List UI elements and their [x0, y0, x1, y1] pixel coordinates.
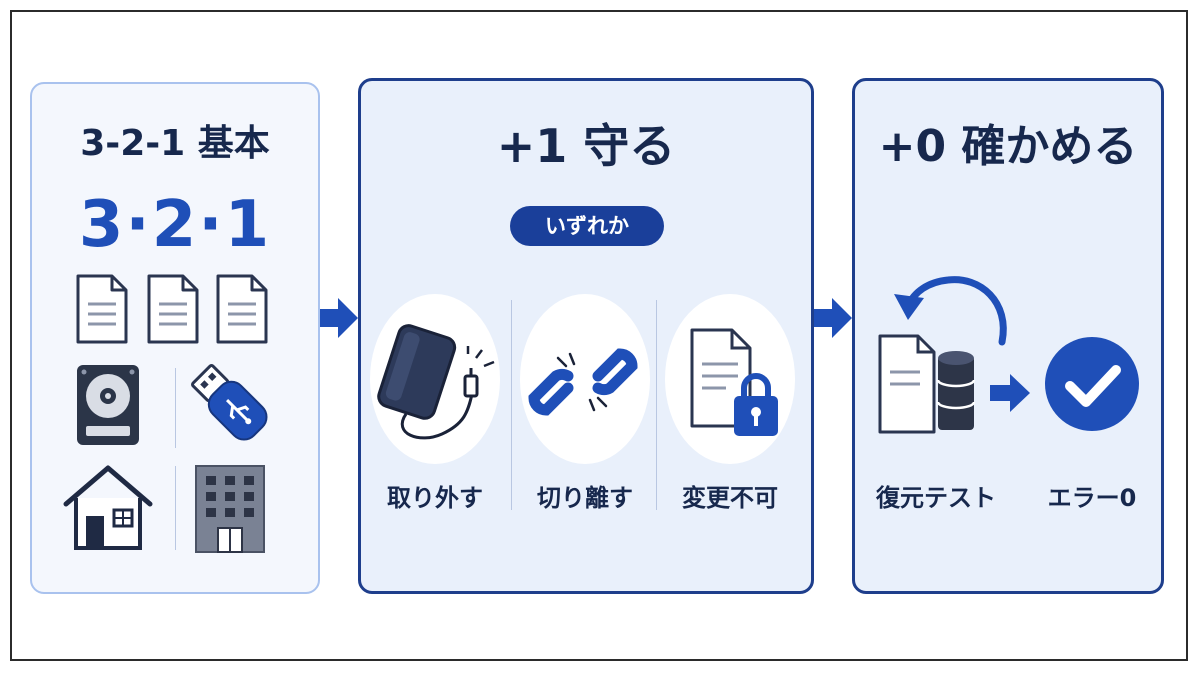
option-label-disconnect: 切り離す — [537, 484, 633, 512]
option-label-remove: 取り外す — [387, 484, 483, 512]
plus-one-title: +1 守る — [496, 119, 676, 173]
divider — [656, 300, 657, 510]
broken-link-icon — [528, 348, 638, 416]
document-icon — [147, 274, 199, 344]
basic-title: 3-2-1 基本 — [80, 123, 270, 164]
locked-document-icon — [690, 328, 778, 436]
hard-drive-icon — [77, 365, 139, 445]
restore-document-database-icon — [878, 276, 1007, 434]
house-icon — [63, 465, 153, 550]
zero-errors-label: エラー0 — [1047, 484, 1137, 512]
document-icon — [216, 274, 268, 344]
check-circle-icon — [1045, 337, 1139, 431]
flow-arrow-icon — [814, 298, 852, 338]
divider — [175, 466, 176, 550]
external-drive-icon — [377, 324, 495, 440]
document-icon — [76, 274, 128, 344]
plus-zero-title: +0 確かめる — [878, 121, 1138, 172]
divider — [175, 368, 176, 448]
divider — [511, 300, 512, 510]
option-background — [520, 294, 650, 464]
result-arrow-icon — [990, 374, 1030, 412]
usb-drive-icon — [191, 364, 268, 441]
flow-arrow-icon — [320, 298, 358, 338]
restore-test-label: 復元テスト — [876, 484, 996, 512]
basic-numbers: 3·2·1 — [78, 188, 272, 262]
any-one-badge: いずれか — [510, 206, 664, 246]
office-building-icon — [195, 465, 265, 553]
option-label-immutable: 変更不可 — [682, 484, 778, 512]
